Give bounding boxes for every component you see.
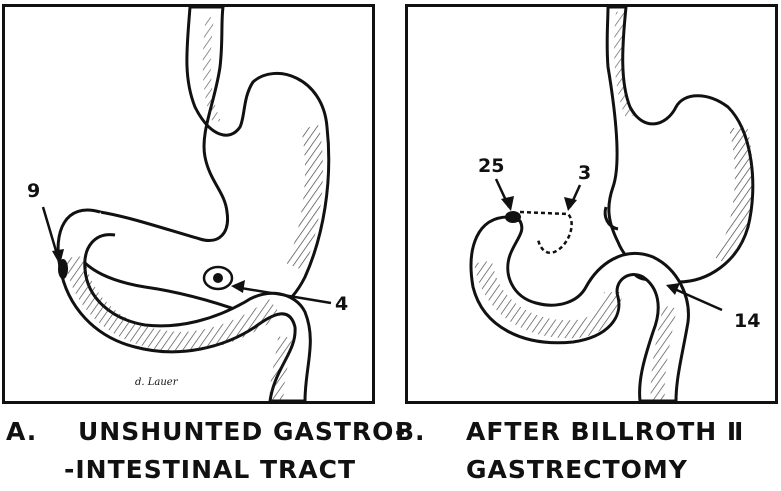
panel-a-illustration: 9 4 d. Lauer: [5, 7, 372, 401]
label-3: 3: [578, 162, 591, 184]
panel-b-illustration: 25 3 14: [408, 7, 775, 401]
artist-signature: d. Lauer: [135, 377, 179, 388]
label-4: 4: [335, 293, 348, 315]
caption-b-line1: AFTER BILLROTH Ⅱ: [466, 417, 744, 447]
label-25: 25: [478, 155, 504, 177]
caption-a-letter: A.: [6, 417, 37, 447]
caption-b-line2: GASTRECTOMY: [466, 455, 688, 485]
duodenal-stump-25: [505, 211, 521, 223]
label-14: 14: [734, 310, 760, 332]
label-9: 9: [27, 180, 40, 202]
stomach-outline: [69, 7, 328, 315]
panel-b-billroth: 25 3 14: [405, 4, 778, 404]
panel-a-unshunted: 9 4 d. Lauer: [2, 4, 375, 404]
caption-b-letter: B.: [395, 417, 426, 447]
caption-a-line2: -INTESTINAL TRACT: [64, 455, 356, 485]
caption-a-line1: UNSHUNTED GASTRO-: [78, 417, 406, 447]
resected-segment-outline: [520, 212, 572, 253]
